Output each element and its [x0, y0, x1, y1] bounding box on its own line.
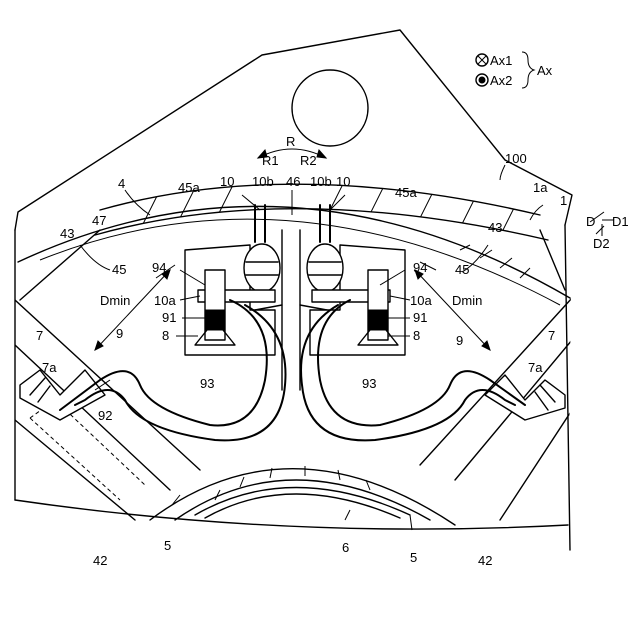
label-r: R	[286, 134, 295, 149]
label-4: 4	[118, 176, 125, 191]
label-ax2: Ax2	[490, 73, 512, 88]
label-d1: D1	[612, 214, 629, 229]
label-d: D	[586, 214, 595, 229]
label-93-right: 93	[362, 376, 376, 391]
dmin-arrows	[95, 270, 490, 350]
top-opening	[292, 70, 368, 146]
label-94-right: 94	[413, 260, 427, 275]
stator-arms	[15, 230, 572, 520]
label-94-left: 94	[152, 260, 166, 275]
curved-band-45a	[18, 170, 570, 305]
label-47: 47	[92, 213, 106, 228]
label-42-right: 42	[478, 553, 492, 568]
label-8-left: 8	[162, 328, 169, 343]
axis-legend: Ax1 Ax2 Ax	[476, 52, 553, 88]
label-7-right: 7	[548, 328, 555, 343]
label-45-right: 45	[455, 262, 469, 277]
label-92: 92	[98, 408, 112, 423]
label-10a-right: 10a	[410, 293, 432, 308]
label-42-left: 42	[93, 553, 107, 568]
label-ax1: Ax1	[490, 53, 512, 68]
label-5-left: 5	[164, 538, 171, 553]
bottom-ring-6	[150, 466, 455, 525]
label-1a: 1a	[533, 180, 548, 195]
label-91-right: 91	[413, 310, 427, 325]
label-9-right: 9	[456, 333, 463, 348]
label-91-left: 91	[162, 310, 176, 325]
label-10a-left: 10a	[154, 293, 176, 308]
label-dmin-right: Dmin	[452, 293, 482, 308]
label-ax: Ax	[537, 63, 553, 78]
label-7a-right: 7a	[528, 360, 543, 375]
label-1: 1	[560, 193, 567, 208]
label-10-right: 10	[336, 174, 350, 189]
label-10-left: 10	[220, 174, 234, 189]
label-100: 100	[505, 151, 527, 166]
label-9-left: 9	[116, 326, 123, 341]
label-8-right: 8	[413, 328, 420, 343]
housing-outline	[15, 30, 572, 550]
label-43-left: 43	[60, 226, 74, 241]
label-45-left: 45	[112, 262, 126, 277]
label-dmin-left: Dmin	[100, 293, 130, 308]
label-6: 6	[342, 540, 349, 555]
label-d2: D2	[593, 236, 610, 251]
label-5-right: 5	[410, 550, 417, 565]
label-43-right: 43	[488, 220, 502, 235]
label-93-left: 93	[200, 376, 214, 391]
label-7-left: 7	[36, 328, 43, 343]
label-r1: R1	[262, 153, 279, 168]
label-r2: R2	[300, 153, 317, 168]
label-10b-left: 10b	[252, 174, 274, 189]
label-45a-right: 45a	[395, 185, 417, 200]
label-10b-right: 10b	[310, 174, 332, 189]
wedge-7-right	[485, 375, 565, 420]
label-45a-left: 45a	[178, 180, 200, 195]
label-46: 46	[286, 174, 300, 189]
label-7a-left: 7a	[42, 360, 57, 375]
